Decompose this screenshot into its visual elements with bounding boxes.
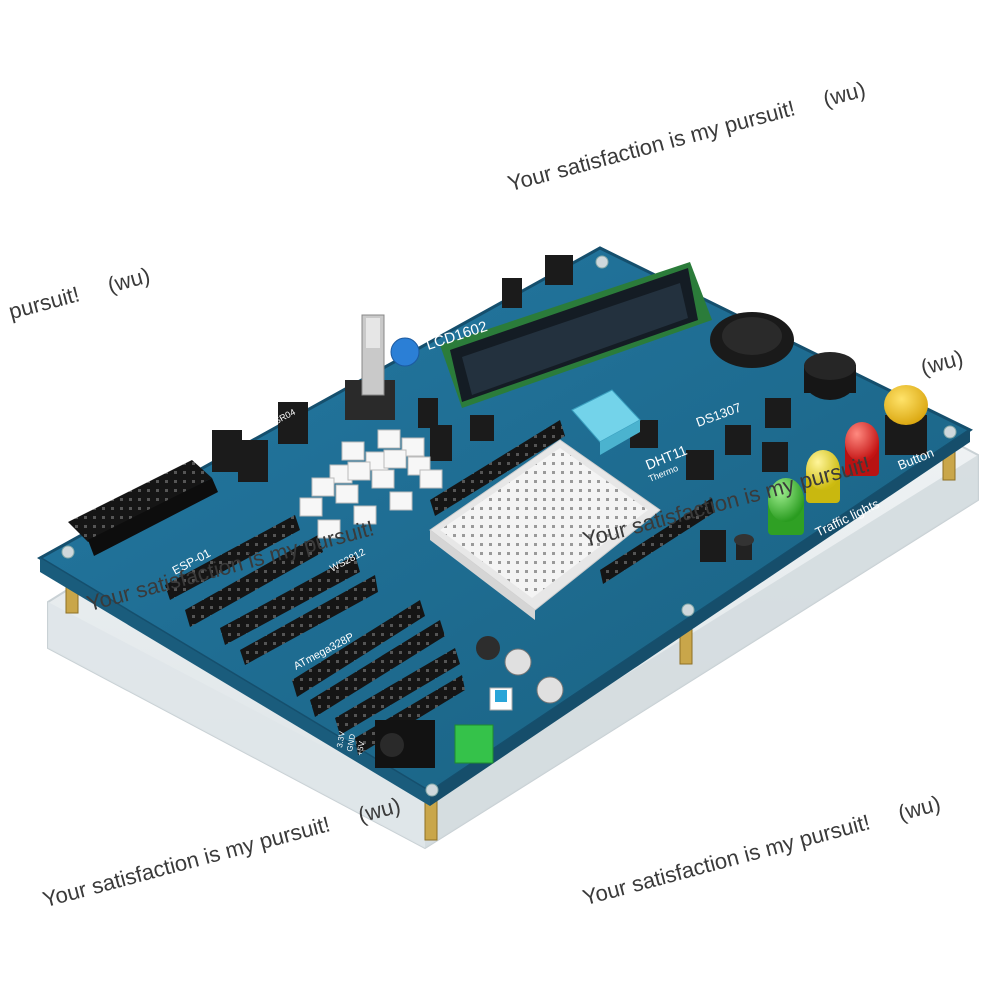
dht11-sensor	[571, 389, 641, 455]
rtc-battery-holder	[710, 312, 794, 368]
traffic-light-leds	[768, 422, 879, 535]
push-button	[884, 385, 928, 455]
lcd-module	[440, 262, 712, 408]
pin-headers	[212, 255, 791, 562]
led-matrix	[299, 429, 443, 539]
potentiometer	[345, 314, 420, 420]
power-label-33: 3.3V	[335, 730, 347, 748]
power-section	[375, 636, 564, 768]
power-label-5v: +5V	[355, 740, 366, 756]
breadboard	[429, 439, 661, 620]
power-label-gnd: GND	[345, 733, 357, 752]
ir-receiver	[734, 534, 754, 560]
buzzer	[804, 352, 856, 400]
